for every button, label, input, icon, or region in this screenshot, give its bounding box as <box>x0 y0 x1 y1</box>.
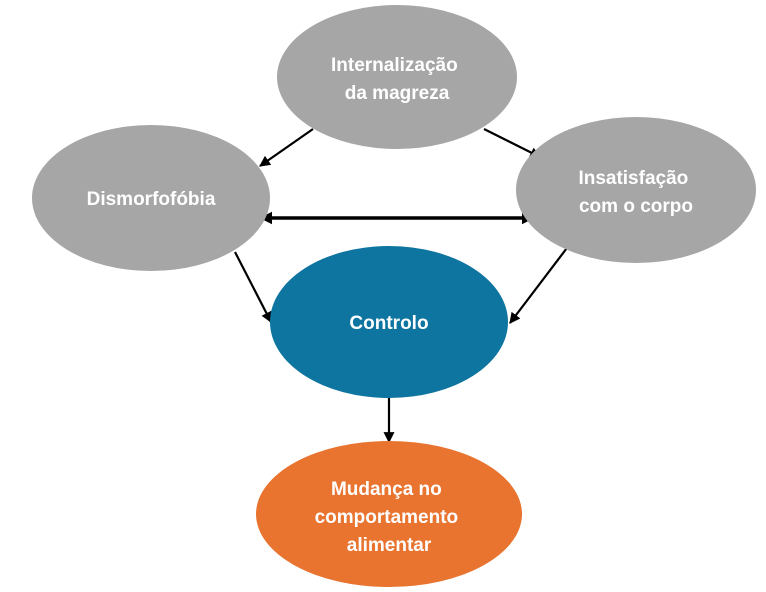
node-mudanca-label: Mudança no comportamento alimentar <box>315 479 464 556</box>
node-dismorfofobia-shape <box>32 125 270 271</box>
node-mudanca-shape <box>256 441 522 587</box>
node-insatisfacao-label: Insatisfação com o corpo <box>578 168 693 217</box>
arrows-layer <box>234 128 574 444</box>
node-mudanca-line-1: Mudança no <box>331 479 442 500</box>
node-mudanca: Mudança no comportamento alimentar <box>256 441 522 587</box>
node-dismorfofobia-line-1: Dismorfofóbia <box>87 189 216 210</box>
arrow-internalizacao-to-insatisfacao <box>483 128 541 158</box>
node-controlo-shape <box>270 246 508 398</box>
node-controlo: Controlo <box>270 246 508 398</box>
arrow-dismorfofobia-to-controlo <box>234 251 272 323</box>
node-mudanca-line-3: alimentar <box>347 535 432 556</box>
node-controlo-label: Controlo <box>349 313 428 334</box>
node-controlo-line-1: Controlo <box>349 313 428 334</box>
node-mudanca-line-2: comportamento <box>315 507 459 528</box>
arrow-internalizacao-to-dismorfofobia <box>259 128 314 167</box>
node-internalizacao-line-1: Internalização <box>331 55 458 76</box>
node-internalizacao-line-2: da magreza <box>345 83 450 104</box>
node-dismorfofobia: Dismorfofóbia <box>32 125 270 271</box>
node-insatisfacao: Insatisfação com o corpo <box>516 117 756 263</box>
arrow-insatisfacao-to-controlo <box>509 239 574 324</box>
node-dismorfofobia-label: Dismorfofóbia <box>87 189 216 210</box>
node-insatisfacao-line-1: Insatisfação <box>578 168 688 189</box>
node-internalizacao-label: Internalização da magreza <box>331 55 463 104</box>
node-insatisfacao-line-2: com o corpo <box>579 196 693 217</box>
node-internalizacao: Internalização da magreza <box>277 5 517 149</box>
node-internalizacao-shape <box>277 5 517 149</box>
node-insatisfacao-shape <box>516 117 756 263</box>
